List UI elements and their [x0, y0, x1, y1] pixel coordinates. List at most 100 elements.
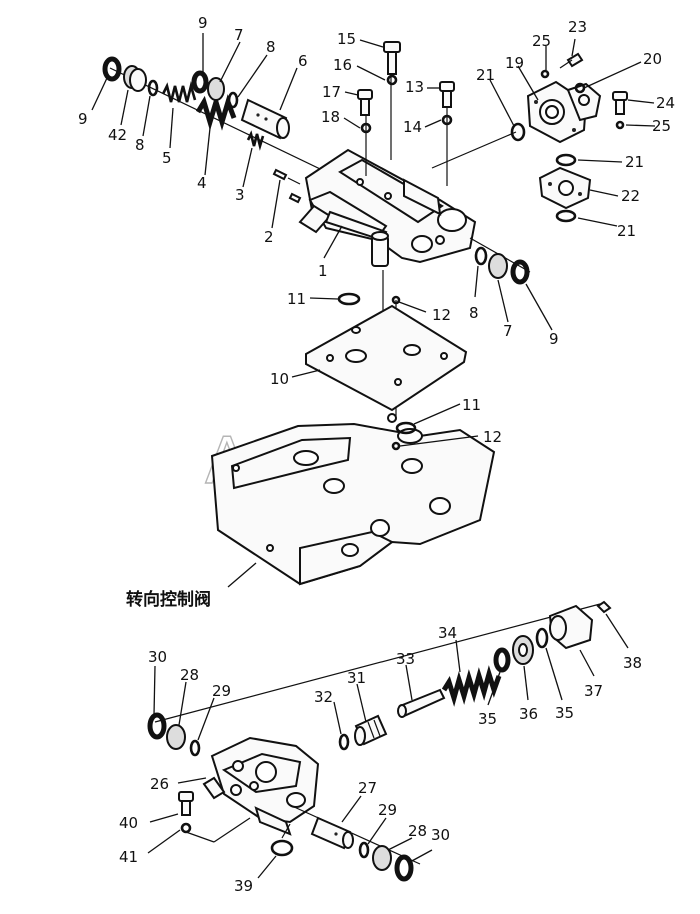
- part-5-spring: [161, 80, 197, 103]
- label-42: 42: [108, 126, 127, 144]
- part-29-right-oring: [358, 841, 370, 859]
- label-1: 1: [318, 262, 328, 280]
- part-35-washer-left: [493, 647, 511, 673]
- label-35-right: 35: [555, 704, 574, 722]
- label-30-right: 30: [431, 826, 450, 844]
- label-7-right: 7: [503, 322, 513, 340]
- part-15-bolt: [383, 41, 401, 75]
- label-41: 41: [119, 848, 138, 866]
- label-32: 32: [314, 688, 333, 706]
- label-40: 40: [119, 814, 138, 832]
- part-2-pin: [272, 168, 288, 181]
- part-13-bolt: [439, 81, 455, 108]
- label-2: 2: [264, 228, 274, 246]
- label-29-right: 29: [378, 801, 397, 819]
- label-39: 39: [234, 877, 253, 895]
- label-15: 15: [337, 30, 356, 48]
- label-12-upper: 12: [432, 306, 451, 324]
- label-35-left: 35: [478, 710, 497, 728]
- part-21-gasket-lower: [555, 209, 577, 223]
- part-26-distributor-body: [202, 736, 320, 836]
- label-8-left: 8: [135, 136, 145, 154]
- label-21-mid: 21: [625, 153, 644, 171]
- label-7-upper: 7: [234, 26, 244, 44]
- part-19-flange: [526, 80, 602, 144]
- part-31-seat: [354, 714, 388, 746]
- label-25-bottom: 25: [652, 117, 671, 135]
- label-22: 22: [621, 187, 640, 205]
- part-12-ball-lower: [391, 441, 401, 451]
- label-12-lower: 12: [483, 428, 502, 446]
- leader-lines: [91, 33, 656, 879]
- label-18: 18: [321, 108, 340, 126]
- label-9-upper: 9: [198, 14, 208, 32]
- label-11-lower: 11: [462, 396, 481, 414]
- label-31: 31: [347, 669, 366, 687]
- label-23: 23: [568, 18, 587, 36]
- label-8-right: 8: [469, 304, 479, 322]
- part-11-oring-upper: [337, 292, 361, 306]
- part-32-oring: [338, 733, 350, 751]
- label-5: 5: [162, 149, 172, 167]
- part-7-right-plug: [488, 253, 508, 279]
- part-7-upper-plug: [207, 77, 225, 101]
- part-8-oring-left: [147, 79, 159, 97]
- label-20: 20: [643, 50, 662, 68]
- label-36: 36: [519, 705, 538, 723]
- part-25-washer-upper: [540, 69, 550, 79]
- part-16-washer: [386, 74, 398, 86]
- label-21-top: 21: [476, 66, 495, 84]
- bottom-valve-assembly: [147, 600, 612, 882]
- part-41-washer: [180, 822, 192, 834]
- part-21-gasket-upper: [510, 122, 526, 142]
- label-25-top: 25: [532, 32, 551, 50]
- label-6: 6: [298, 52, 308, 70]
- steering-valve-body: [210, 413, 496, 586]
- label-29-left: 29: [212, 682, 231, 700]
- label-13: 13: [405, 78, 424, 96]
- part-9-right-ring: [510, 259, 530, 285]
- label-30-left: 30: [148, 648, 167, 666]
- part-38-plug: [596, 600, 612, 614]
- label-34: 34: [438, 624, 457, 642]
- part-27-spool: [310, 816, 354, 850]
- label-9-left: 9: [78, 110, 88, 128]
- label-3: 3: [235, 186, 245, 204]
- part-number-labels: 1 2 3 4 5 6 7 8 9 9 42 8 9 7 8 10 11 12 …: [78, 14, 675, 895]
- label-27: 27: [358, 779, 377, 797]
- part-9-upper-ring: [191, 70, 209, 94]
- part-28-right-plug: [372, 845, 392, 871]
- label-26: 26: [150, 775, 169, 793]
- part-22-plate: [538, 166, 592, 210]
- label-14: 14: [403, 118, 422, 136]
- part-25-washer-lower: [615, 120, 625, 130]
- part-18-washer: [360, 122, 372, 134]
- label-10: 10: [270, 370, 289, 388]
- label-8-upper: 8: [266, 38, 276, 56]
- label-4: 4: [197, 174, 207, 192]
- label-28-left: 28: [180, 666, 199, 684]
- part-30-right-ring: [394, 854, 414, 882]
- part-28-left-plug: [166, 724, 186, 750]
- part-34-spring: [441, 665, 502, 707]
- label-21-bottom: 21: [617, 222, 636, 240]
- part-24-bolt: [612, 91, 628, 115]
- diagram-caption: 转向控制阀: [126, 589, 211, 610]
- label-11-upper: 11: [287, 290, 306, 308]
- part-8-right-oring: [474, 246, 488, 266]
- part-37-cap-nut: [548, 604, 594, 650]
- part-23-bolt: [566, 52, 584, 68]
- part-9-left-ring: [102, 56, 122, 82]
- part-21-gasket-mid: [555, 153, 577, 167]
- top-valve-assembly: [102, 41, 628, 420]
- part-8-upper-oring: [227, 91, 239, 109]
- part-17-bolt: [357, 89, 373, 116]
- label-33: 33: [396, 650, 415, 668]
- part-39-oring: [270, 839, 294, 857]
- label-37: 37: [584, 682, 603, 700]
- label-16: 16: [333, 56, 352, 74]
- part-29-left-oring: [189, 739, 201, 757]
- part-30-left-ring: [147, 712, 167, 740]
- label-24: 24: [656, 94, 675, 112]
